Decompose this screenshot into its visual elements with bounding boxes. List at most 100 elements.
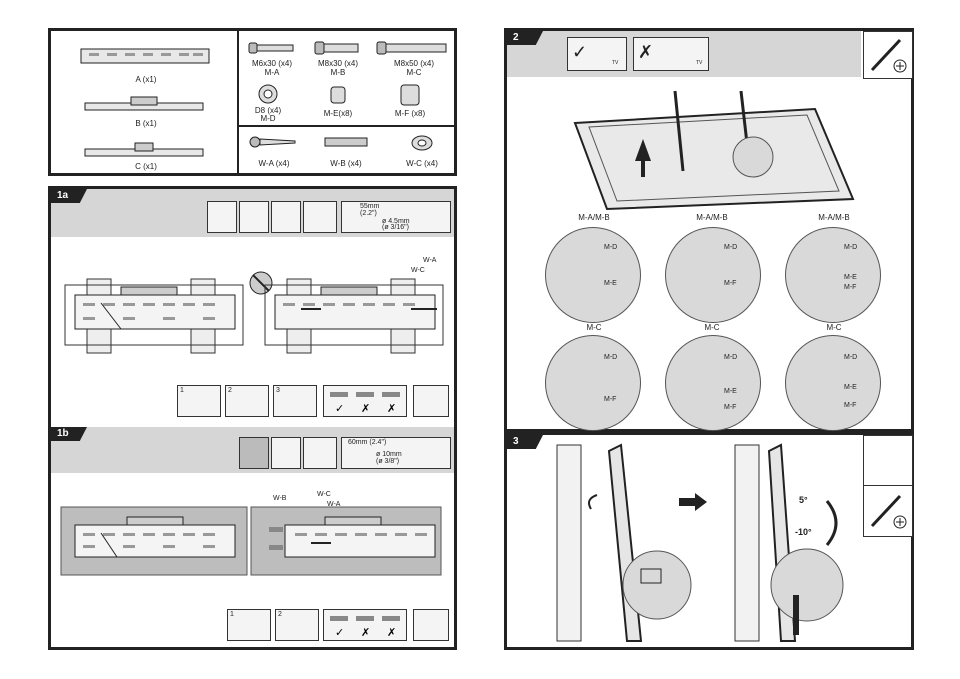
drill-icon — [303, 437, 337, 469]
step3-tag: 3 — [507, 435, 543, 449]
svg-text:✗: ✗ — [387, 402, 396, 415]
step1b-substep-2: 2 — [275, 609, 319, 641]
drill-depth-label: 55mm — [360, 203, 380, 210]
screw-w-a-icon — [249, 136, 296, 148]
w-a-label: W-A (x4) — [258, 159, 290, 168]
step1b-tag: 1b — [51, 427, 87, 441]
concrete-wall-icon — [239, 437, 269, 469]
detail-1-top: M-A/M-B — [578, 213, 610, 222]
step2-tag: 2 — [507, 31, 543, 45]
m-a-size: M6x30 (x4) — [251, 59, 292, 68]
svg-text:✗: ✗ — [361, 626, 370, 639]
detail-circle-3: M-D M-E M-F — [785, 227, 881, 323]
detail-circle-5: M-D M-E M-F — [665, 335, 761, 431]
step2-panel: 2 ✓ TV ✗ TV M-A/M-B M-D M-E M-A/M-B — [504, 28, 914, 432]
step1a-wall-left — [64, 278, 244, 354]
w-c-label: W-C (x4) — [406, 159, 438, 168]
step1b-substep-1: 1 — [227, 609, 271, 641]
detail-circle-6: M-D M-E M-F — [785, 335, 881, 431]
step1b-level-check: ✓ ✗ ✗ — [323, 609, 407, 641]
washer-w-c-icon — [411, 135, 433, 151]
drill-bit-inch: (ø 3/16") — [382, 224, 409, 231]
svg-text:✓: ✓ — [335, 626, 344, 639]
step1a-wall-right — [264, 278, 444, 354]
cross-icon: ✗ — [638, 42, 654, 62]
step1b-header: 1b 60mm (2.4") ø 10mm (ø 3/8") — [51, 427, 454, 473]
m-a-code: M-A — [264, 68, 280, 77]
m-b-code: M-B — [330, 68, 346, 77]
no-drywall-anchor-icon — [249, 271, 273, 295]
svg-text:✗: ✗ — [361, 402, 370, 415]
svg-text:✗: ✗ — [387, 626, 396, 639]
screwdriver-tool-icon — [863, 485, 913, 537]
tv-label: TV — [612, 60, 619, 66]
step3-panel: 3 5° -10° — [504, 432, 914, 650]
divider — [237, 125, 454, 127]
drill-bit-inch: (ø 3/8") — [376, 458, 400, 465]
check-icon: ✓ — [572, 42, 588, 62]
pencil-icon — [271, 201, 301, 233]
parts-list-panel: A (x1) B (x1) C (x1) M6x30 (x4) M-A M8x3… — [48, 28, 457, 176]
drill-depth-icon: 60mm (2.4") ø 10mm (ø 3/8") — [341, 437, 451, 469]
step2-header: 2 ✓ TV ✗ TV — [507, 31, 861, 77]
two-person-lift-icon — [863, 435, 913, 487]
detail-circle-4: M-D M-F — [545, 335, 641, 431]
screw-m-b-icon — [314, 41, 359, 55]
m-d-code: M-D — [260, 114, 276, 123]
step1a-tag: 1a — [51, 189, 87, 203]
pencil-icon — [271, 437, 301, 469]
drill-depth-inch: (2.2") — [360, 210, 377, 217]
step1a-substep-1: 1 — [177, 385, 221, 417]
drill-depth-icon: 55mm (2.2") ø 4.5mm (ø 3/16") — [341, 201, 451, 233]
bracket-b-label: B (x1) — [135, 119, 157, 128]
detail-4-top: M-C — [586, 323, 602, 332]
tv-label: TV — [696, 60, 703, 66]
svg-text:✓: ✓ — [335, 402, 344, 415]
detail-2-top: M-A/M-B — [696, 213, 728, 222]
tilt-down-label: -10° — [795, 527, 812, 537]
step1a-callout-wc: W-C — [411, 267, 425, 274]
next-arrow-icon — [679, 493, 707, 511]
spacer-m-e-icon — [330, 86, 346, 104]
incorrect-mount-icon: ✗ TV — [633, 37, 709, 71]
drill-bit-label: ø 4.5mm — [382, 218, 410, 225]
screw-m-a-icon — [248, 42, 294, 54]
m-b-size: M8x30 (x4) — [317, 59, 358, 68]
step3-header: 3 — [507, 435, 563, 449]
bracket-c-drawing — [84, 142, 204, 157]
detail-circle-1: M-D M-E — [545, 227, 641, 323]
step1b-wall-right — [250, 506, 442, 576]
m-c-code: M-C — [406, 68, 422, 77]
step1b-callout-wc: W-C — [317, 491, 331, 498]
bracket-a-label: A (x1) — [135, 75, 157, 84]
step1b-drill-tighten — [413, 609, 449, 641]
drill-depth-label: 60mm (2.4") — [348, 439, 387, 446]
divider — [237, 31, 239, 173]
step1a-substep-3: 3 — [273, 385, 317, 417]
screwdriver-tool-icon — [863, 31, 913, 79]
detail-circle-2: M-D M-F — [665, 227, 761, 323]
bracket-a-drawing — [80, 48, 210, 64]
w-b-label: W-B (x4) — [330, 159, 362, 168]
step1b-callout-wa: W-A — [327, 501, 341, 508]
step1b-wall-left — [60, 506, 248, 576]
step1a-level-check: ✓ ✗ ✗ — [323, 385, 407, 417]
step1a-header: 1a 55mm (2.2") ø 4.5mm (ø 3/16") — [51, 189, 454, 237]
m-f-label: M-F (x8) — [394, 109, 426, 118]
step3-tilt-drawing — [734, 443, 844, 642]
bracket-b-drawing — [84, 96, 204, 111]
stud-finder-icon — [239, 201, 269, 233]
step1a-callout-wa: W-A — [423, 257, 437, 264]
m-e-label: M-E(x8) — [323, 109, 353, 118]
tilt-up-label: 5° — [799, 495, 808, 505]
detail-6-top: M-C — [826, 323, 842, 332]
anchor-w-b-icon — [324, 137, 368, 147]
stud-wall-icon — [207, 201, 237, 233]
screw-m-c-icon — [376, 41, 447, 55]
spacer-m-f-icon — [400, 84, 420, 106]
step1-panel: 1a 55mm (2.2") ø 4.5mm (ø 3/16") W — [48, 186, 457, 650]
step3-hang-tv-drawing — [556, 443, 692, 642]
drill-bit-label: ø 10mm — [376, 451, 402, 458]
m-d-size: D8 (x4) — [254, 106, 282, 115]
step1a-substep-2: 2 — [225, 385, 269, 417]
